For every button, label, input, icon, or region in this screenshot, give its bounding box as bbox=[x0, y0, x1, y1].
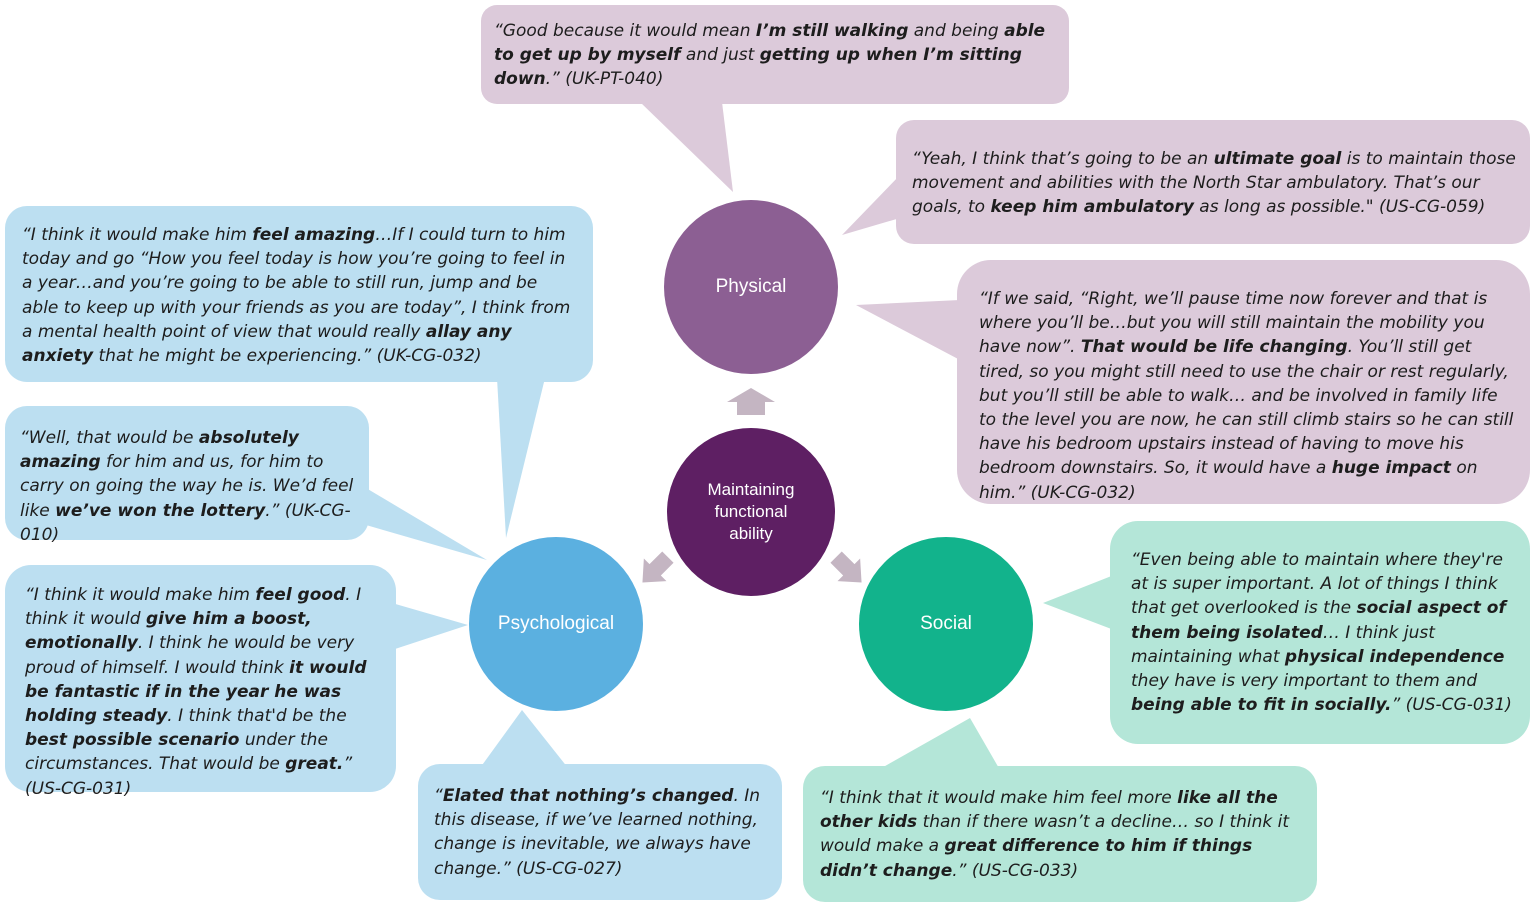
quote-emphasis: great. bbox=[285, 754, 344, 775]
label-physical: Physical bbox=[715, 276, 787, 297]
quote-emphasis: able to get up by myself bbox=[494, 21, 1046, 66]
quote-emphasis: give him a boost, emotionally bbox=[25, 609, 312, 654]
quote-psychological-3: “I think it would make him feel good. I … bbox=[25, 583, 385, 801]
circle-center bbox=[667, 428, 835, 596]
quote-text: “If we said, “Right, we’ll pause time no… bbox=[979, 289, 1488, 358]
quote-emphasis: great difference to him if things didn’t… bbox=[820, 836, 1253, 881]
circle-social bbox=[859, 537, 1033, 711]
quote-psychological-1: “I think it would make him feel amazing…… bbox=[22, 223, 578, 368]
arrow-up-to-physical bbox=[727, 388, 775, 415]
quote-emphasis: feel good bbox=[255, 585, 346, 605]
bubble-psychological-2 bbox=[5, 406, 487, 560]
quote-text: . I think it would bbox=[25, 585, 362, 630]
bubble-physical-3 bbox=[856, 260, 1530, 504]
bubble-physical-2 bbox=[842, 120, 1530, 244]
bubble-psychological-4 bbox=[418, 710, 782, 900]
bubble-social-1 bbox=[1043, 521, 1530, 744]
quote-emphasis: getting up when I’m sitting down bbox=[494, 45, 1022, 90]
quote-text: “I think it would make him bbox=[25, 585, 256, 605]
arrow-to-psychological bbox=[642, 551, 674, 583]
label-social: Social bbox=[920, 613, 972, 634]
quote-text: is to maintain those movement and abilit… bbox=[912, 149, 1516, 218]
quote-emphasis: Elated that nothing’s changed bbox=[442, 786, 734, 806]
quote-physical-2: “Yeah, I think that’s going to be an ult… bbox=[912, 147, 1517, 220]
quote-text: …If I could turn to him today and go “Ho… bbox=[22, 225, 571, 342]
arrow-to-social bbox=[830, 551, 862, 583]
quote-text: and being bbox=[908, 21, 1005, 41]
label-psychological: Psychological bbox=[497, 613, 615, 634]
quote-text: “I think that it would make him feel mor… bbox=[820, 788, 1178, 808]
quote-text: . I think he would be very proud of hims… bbox=[25, 633, 355, 678]
quote-text: “I think it would make him bbox=[22, 225, 253, 245]
quote-emphasis: huge impact bbox=[1331, 458, 1451, 479]
bubble-psychological-1 bbox=[5, 206, 593, 538]
quote-emphasis: physical independence bbox=[1284, 646, 1505, 667]
quote-emphasis: ultimate goal bbox=[1213, 149, 1342, 169]
quote-text: than if there wasn’t a decline… so I thi… bbox=[820, 812, 1290, 857]
quote-text: . In this disease, if we’ve learned noth… bbox=[434, 786, 761, 879]
quote-psychological-4: “Elated that nothing’s changed. In this … bbox=[434, 784, 772, 881]
bubble-social-2 bbox=[803, 718, 1317, 902]
quote-emphasis: it would be fantastic if in the year he … bbox=[25, 657, 367, 727]
quote-text: “Well, that would be bbox=[20, 428, 199, 448]
quote-text: . You’ll still get tired, so you might s… bbox=[979, 337, 1514, 479]
quote-emphasis: like all the other kids bbox=[820, 788, 1278, 833]
quote-text: .” (US-CG-033) bbox=[952, 860, 1079, 881]
quote-emphasis: social aspect of them being isolated bbox=[1131, 598, 1506, 643]
bubble-psychological-3 bbox=[5, 565, 468, 792]
bubble-physical-1 bbox=[481, 5, 1069, 192]
label-center: Maintaining functional ability bbox=[707, 480, 795, 543]
quote-emphasis: allay any anxiety bbox=[22, 321, 512, 367]
quote-psychological-2: “Well, that would be absolutely amazing … bbox=[20, 426, 360, 547]
quote-emphasis: absolutely amazing bbox=[20, 428, 299, 473]
quote-text: they have is very important to them and bbox=[1131, 671, 1478, 692]
quote-text: ” (US-CG-031) bbox=[25, 754, 353, 799]
quote-text: as long as possible." (US-CG-059) bbox=[1193, 197, 1486, 218]
quote-text: ” (US-CG-031) bbox=[1391, 695, 1512, 716]
quote-text: “Even being able to maintain where they'… bbox=[1131, 550, 1503, 619]
quote-social-2: “I think that it would make him feel mor… bbox=[820, 786, 1308, 883]
quote-emphasis: being able to fit in socially. bbox=[1131, 695, 1392, 716]
quote-emphasis: best possible scenario bbox=[25, 730, 240, 751]
quote-emphasis: I’m still walking bbox=[755, 21, 909, 41]
quote-text: and just bbox=[680, 45, 760, 66]
quote-text: .” (UK-CG-010) bbox=[20, 500, 351, 545]
quote-physical-3: “If we said, “Right, we’ll pause time no… bbox=[979, 287, 1517, 505]
quote-physical-1: “Good because it would mean I’m still wa… bbox=[494, 19, 1062, 92]
quote-text: that he might be experiencing.” (UK-CG-0… bbox=[93, 346, 482, 367]
circle-physical bbox=[664, 200, 838, 374]
quote-emphasis: feel amazing bbox=[252, 225, 376, 245]
quote-text: . I think that'd be the bbox=[167, 706, 347, 727]
quote-emphasis: That would be life changing bbox=[1080, 337, 1348, 358]
quote-text: “Yeah, I think that’s going to be an bbox=[912, 149, 1214, 169]
quote-social-1: “Even being able to maintain where they'… bbox=[1131, 548, 1519, 717]
quote-text: .” (UK-PT-040) bbox=[545, 69, 664, 90]
quote-text: for him and us, for him to carry on goin… bbox=[20, 452, 354, 521]
circle-psychological bbox=[469, 537, 643, 711]
quote-text: “Good because it would mean bbox=[494, 21, 756, 41]
quote-text: under the circumstances. That would be bbox=[25, 730, 328, 775]
quote-text: … I think just maintaining what bbox=[1131, 622, 1435, 667]
quote-emphasis: we’ve won the lottery bbox=[55, 500, 266, 521]
quote-text: “ bbox=[434, 786, 443, 806]
quote-text: on him.” (UK-CG-032) bbox=[979, 458, 1478, 503]
quote-emphasis: keep him ambulatory bbox=[990, 197, 1194, 218]
